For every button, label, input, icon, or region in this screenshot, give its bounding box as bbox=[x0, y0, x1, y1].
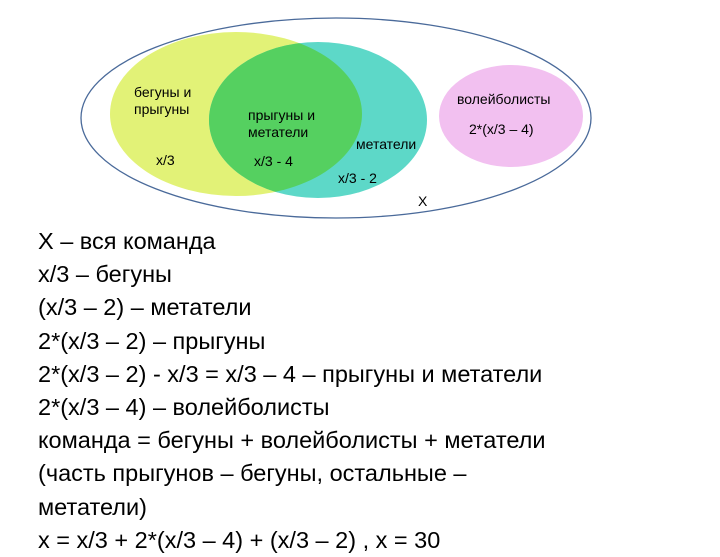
solution-text: X – вся команда x/3 – бегуны (x/3 – 2) –… bbox=[38, 225, 545, 557]
team-ellipse bbox=[80, 17, 592, 219]
text-line: (x/3 – 2) – метатели bbox=[38, 294, 252, 321]
text-line: метатели) bbox=[38, 493, 147, 520]
text-line: (часть прыгунов – бегуны, остальные – bbox=[38, 460, 467, 487]
jumpers-throwers-label: прыгуны и метатели bbox=[248, 107, 316, 140]
jumpers-throwers-value: x/3 - 4 bbox=[254, 153, 293, 169]
text-line: 2*(x/3 – 2) – прыгуны bbox=[38, 327, 266, 354]
runners-value: x/3 bbox=[156, 152, 175, 168]
text-line: 2*(x/3 – 4) – волейболисты bbox=[38, 393, 330, 420]
text-line: 2*(x/3 – 2) - x/3 = x/3 – 4 – прыгуны и … bbox=[38, 360, 543, 387]
text-line: x = x/3 + 2*(x/3 – 4) + (x/3 – 2) , x = … bbox=[38, 526, 441, 553]
throwers-value: x/3 - 2 bbox=[338, 170, 377, 186]
overlap-region bbox=[209, 42, 362, 196]
throwers-label: метатели bbox=[356, 136, 417, 152]
runners-jumpers-label: бегуны и прыгуны bbox=[134, 84, 192, 117]
team-label: X bbox=[418, 193, 428, 209]
text-line: x/3 – бегуны bbox=[38, 261, 172, 288]
volleyball-ellipse bbox=[439, 65, 583, 167]
text-line: X – вся команда bbox=[38, 228, 216, 254]
volleyball-label: волейболисты bbox=[457, 91, 551, 107]
venn-diagram bbox=[80, 17, 592, 219]
volleyball-value: 2*(x/3 – 4) bbox=[469, 121, 534, 137]
text-line: команда = бегуны + волейболисты + метате… bbox=[38, 427, 546, 454]
